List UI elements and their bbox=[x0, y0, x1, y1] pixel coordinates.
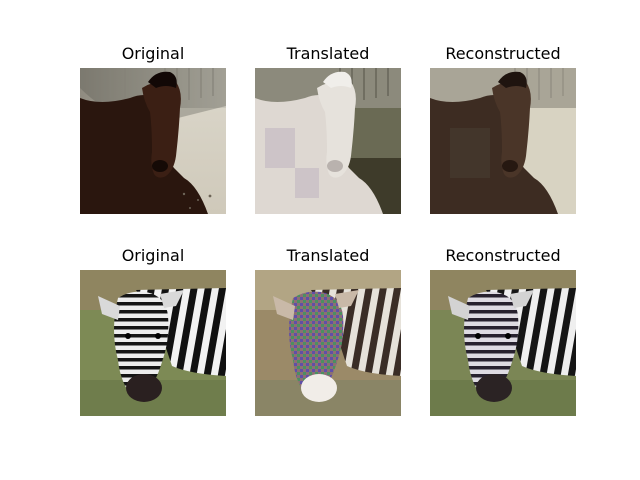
zebra-reconstructed-image bbox=[430, 270, 576, 416]
horse-original-image bbox=[80, 68, 226, 214]
panel-title: Translated bbox=[286, 246, 370, 265]
panel-title: Translated bbox=[286, 44, 370, 63]
panel-title: Original bbox=[121, 44, 185, 63]
panel-title: Reconstructed bbox=[445, 44, 561, 63]
panel-title: Reconstructed bbox=[445, 246, 561, 265]
panel-title: Original bbox=[121, 246, 185, 265]
zebra-original-image bbox=[80, 270, 226, 416]
horse-translated-image bbox=[255, 68, 401, 214]
horse-reconstructed-image bbox=[430, 68, 576, 214]
zebra-translated-image bbox=[255, 270, 401, 416]
